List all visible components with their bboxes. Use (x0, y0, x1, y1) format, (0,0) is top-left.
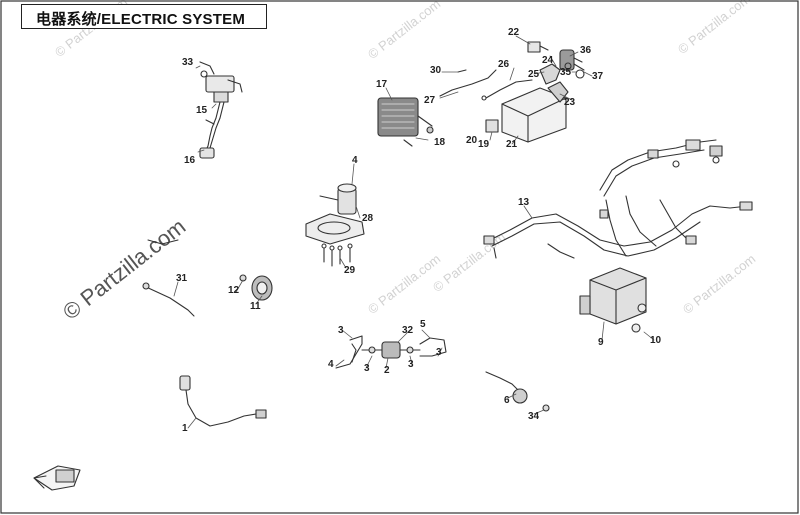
callout-37[interactable]: 37 (592, 71, 604, 82)
callout-27[interactable]: 27 (424, 95, 436, 106)
callout-34[interactable]: 34 (528, 411, 540, 422)
speed-sensor-cable (179, 375, 267, 427)
callout-3a[interactable]: 3 (338, 325, 344, 336)
callout-33[interactable]: 33 (182, 57, 194, 68)
horn-assembly (239, 274, 273, 301)
callout-30[interactable]: 30 (430, 65, 442, 76)
callout-20[interactable]: 20 (466, 135, 478, 146)
wiring-harness-upper (439, 69, 533, 101)
callout-10[interactable]: 10 (650, 335, 662, 346)
callout-24[interactable]: 24 (542, 55, 554, 66)
callout-22[interactable]: 22 (508, 27, 520, 38)
callout-26[interactable]: 26 (498, 59, 510, 70)
callout-29[interactable]: 29 (344, 265, 356, 276)
callout-35[interactable]: 35 (560, 67, 572, 78)
relay-cluster (527, 41, 585, 103)
callout-32[interactable]: 32 (402, 325, 414, 336)
callout-3d[interactable]: 3 (436, 347, 442, 358)
callout-13[interactable]: 13 (518, 197, 530, 208)
callout-36[interactable]: 36 (580, 45, 592, 56)
voltage-regulator-box (579, 267, 647, 333)
callout-1[interactable]: 1 (182, 423, 188, 434)
callout-23[interactable]: 23 (564, 97, 576, 108)
callout-12[interactable]: 12 (228, 285, 240, 296)
callout-6[interactable]: 6 (504, 395, 510, 406)
callout-28[interactable]: 28 (362, 213, 374, 224)
ignition-coil-assembly (199, 61, 243, 159)
callout-16[interactable]: 16 (184, 155, 196, 166)
temperature-sensor (142, 239, 195, 317)
callout-4b[interactable]: 4 (328, 359, 334, 370)
callout-3c[interactable]: 3 (408, 359, 414, 370)
callout-15[interactable]: 15 (196, 105, 208, 116)
front-direction-arrow-icon (33, 465, 81, 491)
valve-assembly (335, 335, 447, 369)
callout-18[interactable]: 18 (434, 137, 446, 148)
callout-11[interactable]: 11 (250, 301, 261, 312)
callout-31[interactable]: 31 (176, 273, 188, 284)
callout-5[interactable]: 5 (420, 319, 426, 330)
leader-lines (173, 35, 655, 429)
callout-2[interactable]: 2 (384, 365, 390, 376)
callout-25[interactable]: 25 (528, 69, 540, 80)
main-wiring-harness (483, 139, 753, 259)
callout-9[interactable]: 9 (598, 337, 604, 348)
rectifier-regulator (377, 97, 434, 147)
callout-3b[interactable]: 3 (364, 363, 370, 374)
callout-17[interactable]: 17 (376, 79, 388, 90)
callout-21[interactable]: 21 (506, 139, 518, 150)
control-unit (485, 87, 567, 143)
position-sensor (485, 371, 550, 412)
title-box: 电器系统/ELECTRIC SYSTEM (21, 4, 267, 29)
callout-4a[interactable]: 4 (352, 155, 358, 166)
diagram-title: 电器系统/ELECTRIC SYSTEM (36, 11, 246, 28)
callout-19[interactable]: 19 (478, 139, 490, 150)
fuel-pump-assembly (305, 183, 365, 267)
